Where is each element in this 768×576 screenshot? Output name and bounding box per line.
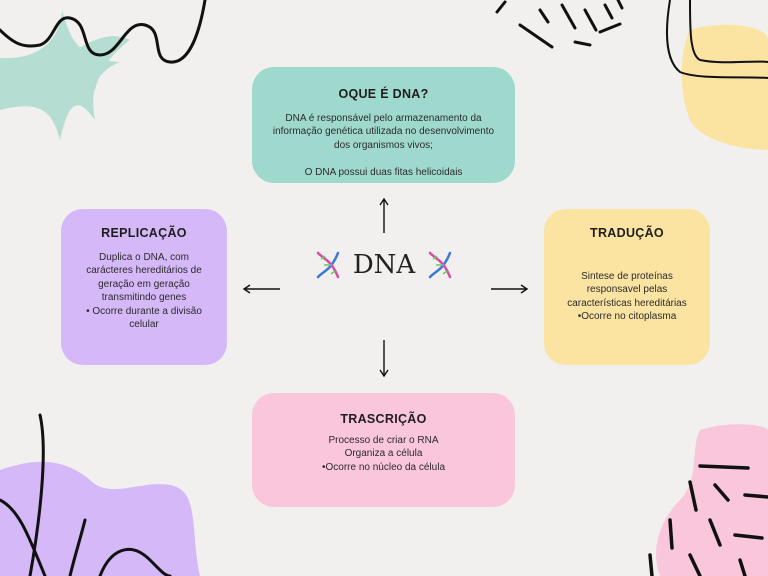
yellow-blob-shape: [681, 24, 768, 150]
card-title-translation: TRADUÇÃO: [590, 226, 664, 240]
teal-leaf-shape: [0, 10, 130, 140]
card-text-transcription: Processo de criar o RNA Organiza a célul…: [321, 435, 446, 473]
arrow-right: [491, 284, 529, 294]
black-scribble-top-left: [0, 0, 207, 64]
card-title-transcription: TRASCRIÇÃO: [340, 412, 427, 426]
dna-helix-icon: [316, 251, 340, 279]
card-translation: TRADUÇÃO Sintese de proteínas responsave…: [544, 209, 710, 365]
card-transcription: TRASCRIÇÃO Processo de criar o RNA Organ…: [252, 393, 515, 507]
black-scribble-bottom-left: [0, 413, 172, 576]
connector-arrows: [242, 197, 529, 378]
center-title-text: DNA: [352, 250, 416, 280]
card-text-replication: Duplica o DNA, com carácteres hereditári…: [86, 252, 202, 331]
arrow-down: [379, 340, 389, 378]
black-outline-loop: [666, 0, 768, 79]
center-title: DNA: [282, 245, 486, 285]
card-text-what-is-dna: DNA é responsável pelo armazenamento da …: [272, 113, 495, 178]
lavender-blob-shape: [0, 461, 200, 576]
card-text-translation: Sintese de proteínas responsavel pelas c…: [567, 271, 687, 323]
card-what-is-dna: OQUE É DNA? DNA é responsável pelo armaz…: [252, 67, 515, 183]
arrow-left: [242, 284, 280, 294]
pink-blob-shape: [656, 424, 768, 576]
card-replication: REPLICAÇÃO Duplica o DNA, com carácteres…: [61, 209, 227, 365]
arrow-up: [379, 197, 389, 233]
black-dash-strokes-top: [495, 0, 624, 49]
black-dash-strokes-bottom: [648, 464, 768, 576]
dna-helix-icon: [428, 251, 452, 279]
card-title-replication: REPLICAÇÃO: [101, 226, 187, 240]
card-title-what-is-dna: OQUE É DNA?: [338, 87, 429, 101]
